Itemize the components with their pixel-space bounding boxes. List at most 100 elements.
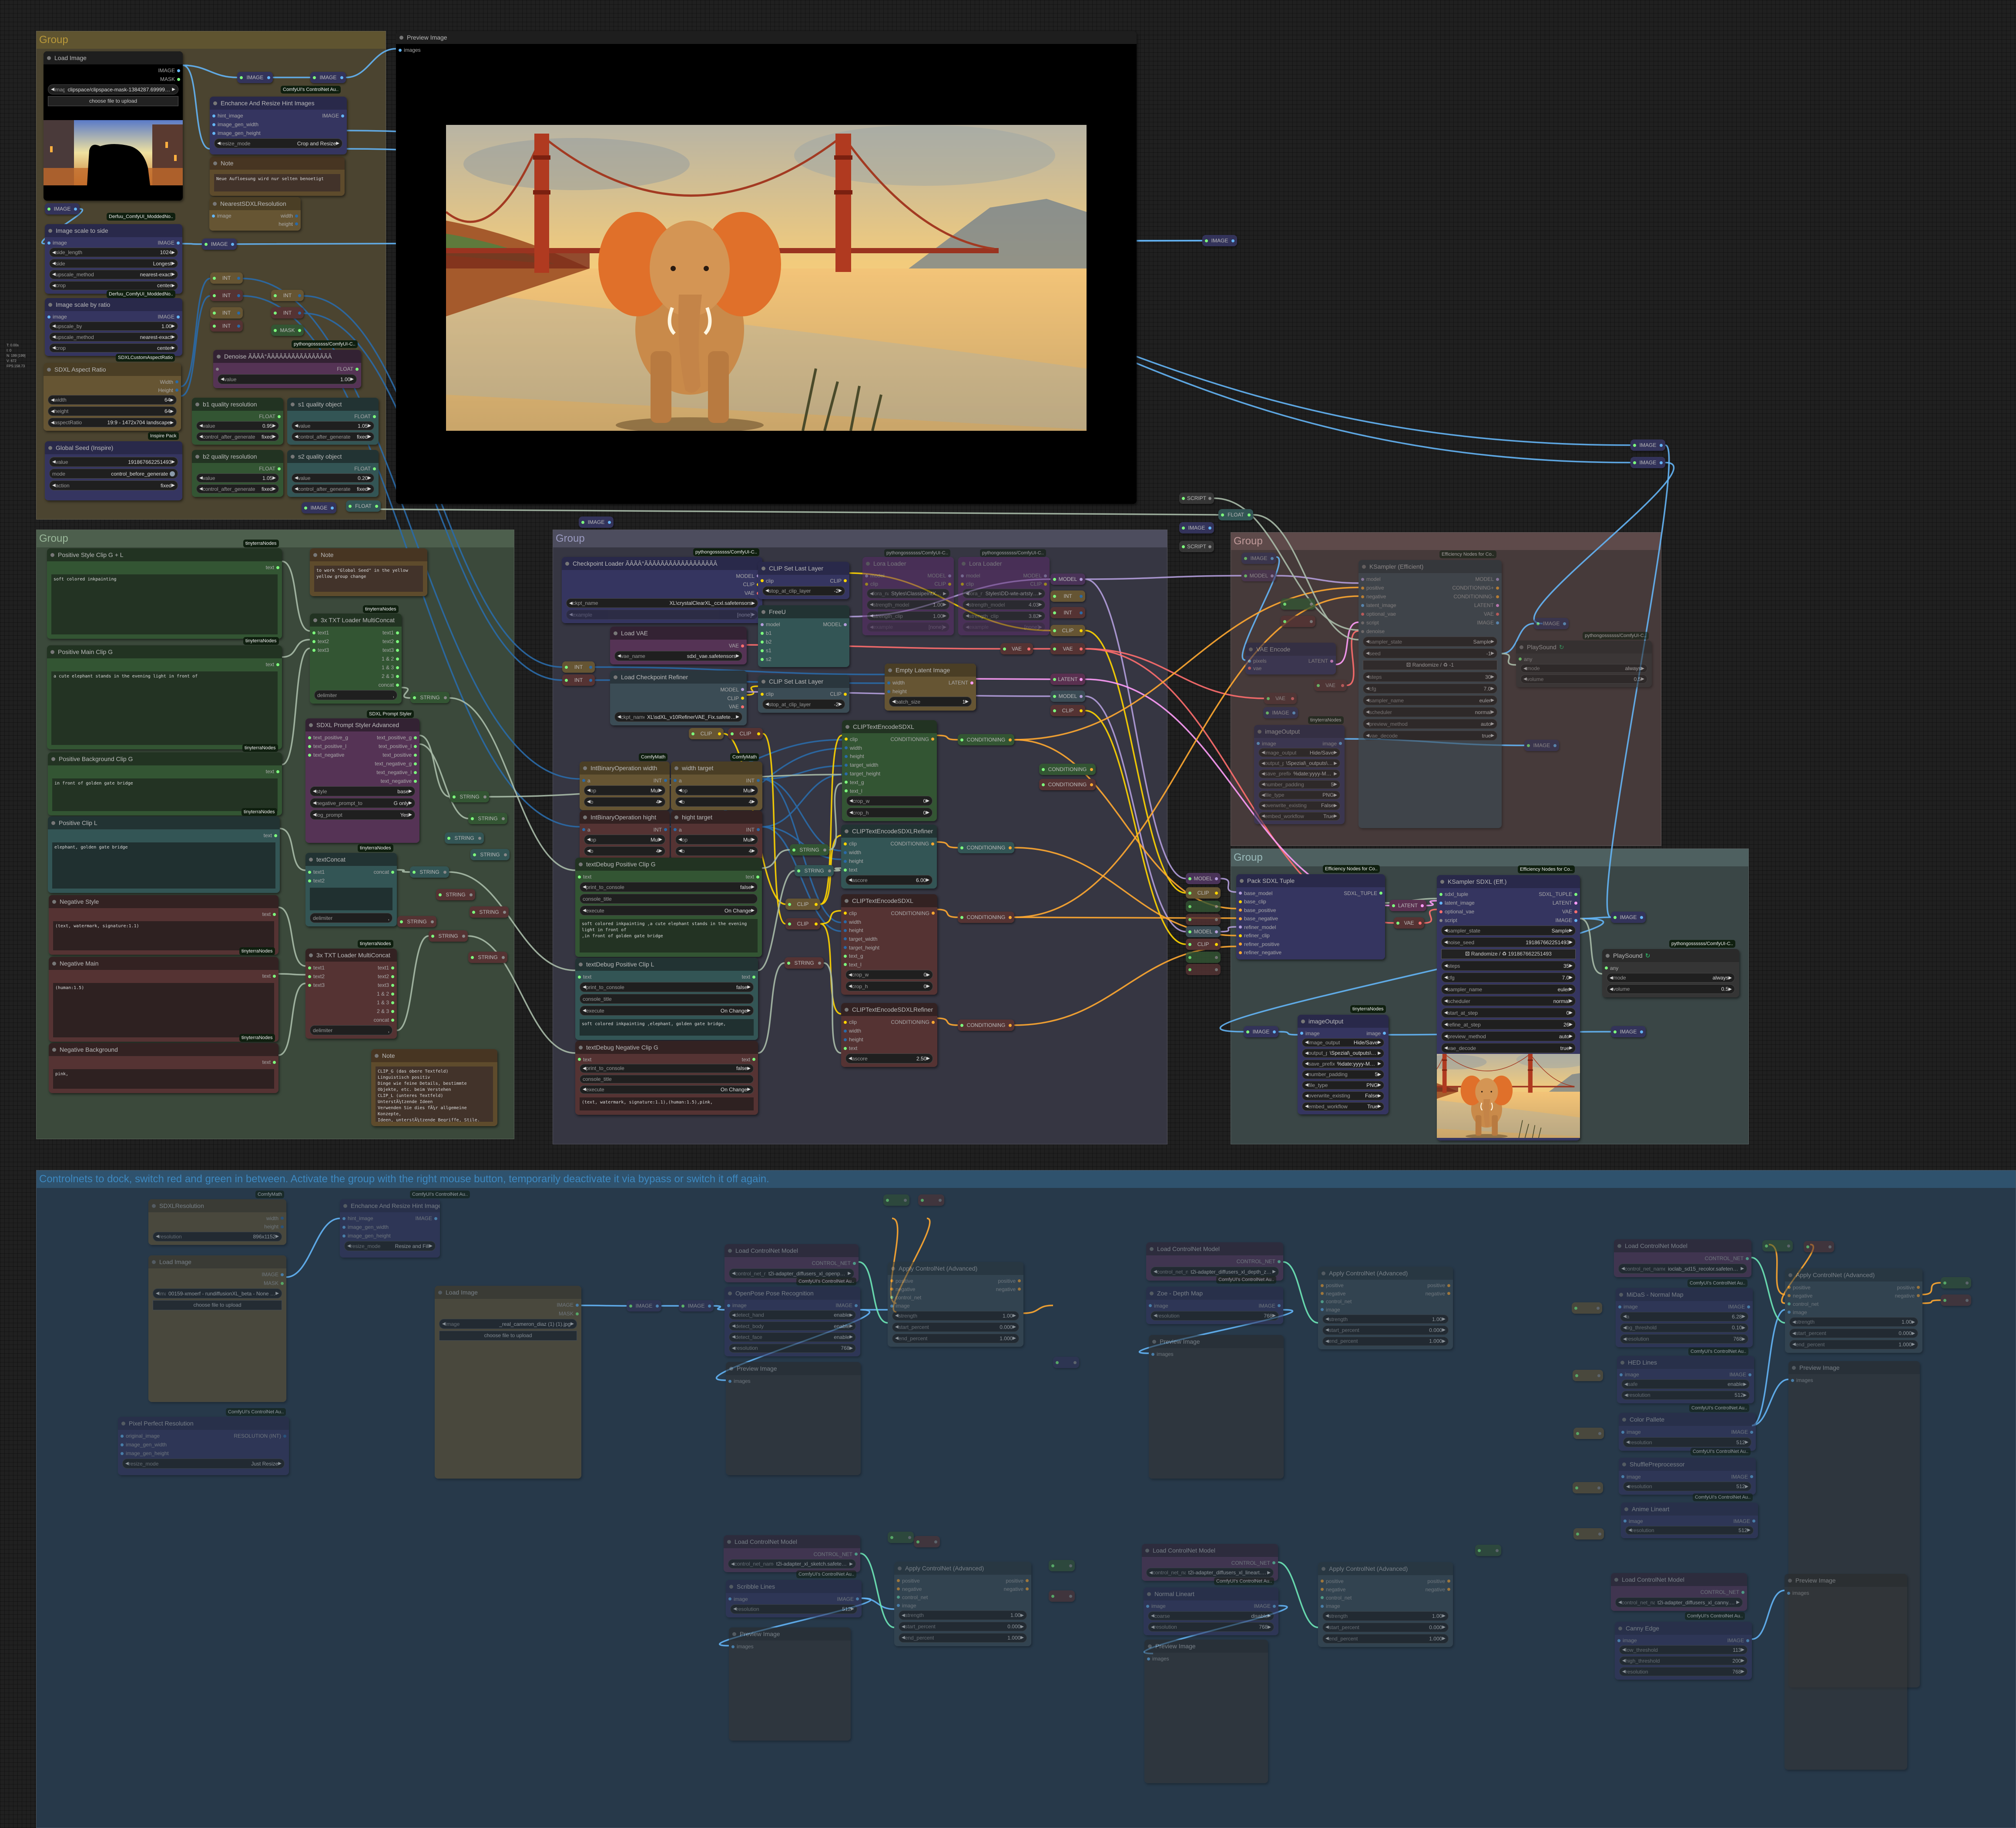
input-slot[interactable]: image bbox=[1300, 1030, 1320, 1036]
output-socket-icon[interactable] bbox=[1379, 892, 1382, 895]
increment-arrow-icon[interactable]: ▶ bbox=[171, 261, 175, 266]
node-collapse-dot-icon[interactable] bbox=[728, 1248, 732, 1253]
widget-value[interactable]: true bbox=[1482, 732, 1491, 739]
input-socket-icon[interactable] bbox=[761, 579, 764, 583]
reroute-string[interactable]: STRING bbox=[410, 866, 449, 878]
reroute-model[interactable]: MODEL bbox=[1241, 570, 1276, 581]
decrement-arrow-icon[interactable]: ◀ bbox=[1305, 1083, 1308, 1088]
input-socket-icon[interactable] bbox=[308, 975, 311, 978]
input-slot[interactable]: images bbox=[728, 1378, 751, 1384]
input-socket-icon[interactable] bbox=[342, 1225, 346, 1229]
output-socket-icon[interactable] bbox=[1746, 1639, 1749, 1642]
output-slot[interactable]: concat bbox=[374, 1017, 394, 1023]
widget-value[interactable]: normal bbox=[1553, 998, 1570, 1004]
widget-value[interactable]: fixed bbox=[160, 482, 172, 489]
output-socket-icon[interactable] bbox=[1044, 582, 1047, 586]
input-socket-icon[interactable] bbox=[844, 859, 847, 863]
input-socket-icon[interactable] bbox=[845, 746, 848, 750]
output-socket-icon[interactable] bbox=[741, 697, 744, 700]
output-slot[interactable]: SDXL_TUPLE bbox=[1344, 890, 1382, 896]
input-slot[interactable]: width bbox=[887, 680, 905, 686]
widget-value[interactable]: enable bbox=[834, 1312, 850, 1318]
widget-value[interactable]: Longest bbox=[153, 260, 172, 267]
input-slot[interactable]: text_l bbox=[845, 788, 862, 794]
output-socket-icon[interactable] bbox=[340, 76, 343, 79]
decrement-arrow-icon[interactable]: ◀ bbox=[1305, 1040, 1308, 1045]
output-slot[interactable]: FLOAT bbox=[259, 413, 281, 419]
increment-arrow-icon[interactable]: ▶ bbox=[171, 483, 175, 488]
widget-value[interactable]: 26 bbox=[1563, 1021, 1570, 1028]
output-socket-icon[interactable] bbox=[396, 640, 399, 643]
input-socket-icon[interactable] bbox=[308, 983, 311, 987]
node-collapse-dot-icon[interactable] bbox=[52, 899, 56, 904]
decrement-arrow-icon[interactable]: ◀ bbox=[1623, 1336, 1627, 1342]
output-slot[interactable]: text_negative bbox=[381, 778, 417, 784]
output-socket-icon[interactable] bbox=[391, 992, 394, 996]
input-socket-icon[interactable] bbox=[845, 789, 848, 793]
input-socket-icon[interactable] bbox=[1787, 1591, 1790, 1595]
node-collapse-dot-icon[interactable] bbox=[888, 668, 892, 672]
node-header[interactable]: CLIP Set Last Layer bbox=[758, 562, 849, 575]
input-socket-icon[interactable] bbox=[897, 1579, 900, 1582]
output-socket-icon[interactable] bbox=[1750, 1430, 1753, 1434]
reroute-blank[interactable] bbox=[1049, 1560, 1075, 1571]
widget-value[interactable]: 30 bbox=[1485, 674, 1491, 680]
reroute-string[interactable]: STRING bbox=[436, 889, 475, 900]
widget-value[interactable]: 1.000 bbox=[1429, 1338, 1442, 1345]
node-header[interactable]: Positive Main Clip G bbox=[47, 645, 282, 658]
reroute-blank[interactable] bbox=[1186, 914, 1221, 925]
output-socket-icon[interactable] bbox=[504, 853, 507, 856]
input-socket-icon[interactable] bbox=[47, 315, 50, 319]
input-slot[interactable]: control_net bbox=[1788, 1301, 1818, 1307]
input-socket-icon[interactable] bbox=[1575, 1374, 1578, 1377]
input-socket-icon[interactable] bbox=[681, 1304, 684, 1308]
input-slot[interactable]: a bbox=[582, 827, 590, 833]
input-socket-icon[interactable] bbox=[1146, 1604, 1149, 1608]
node-collapse-dot-icon[interactable] bbox=[579, 1045, 583, 1050]
node-collapse-dot-icon[interactable] bbox=[1152, 1339, 1156, 1344]
widget-value[interactable]: -2 bbox=[834, 701, 839, 708]
decrement-arrow-icon[interactable]: ◀ bbox=[1444, 1010, 1448, 1015]
reroute-int[interactable]: INT bbox=[210, 307, 243, 319]
input-slot[interactable]: image bbox=[1624, 1518, 1643, 1524]
input-slot[interactable]: image bbox=[47, 240, 67, 246]
input-slot[interactable]: text_g bbox=[844, 953, 863, 959]
decrement-arrow-icon[interactable]: ◀ bbox=[52, 460, 56, 464]
increment-arrow-icon[interactable]: ▶ bbox=[275, 1291, 279, 1296]
node-header[interactable]: Checkpoint Loader ÃÂÃÂ°ÃÂÃÂÃÂÃÂÃÂÃÂÃÂÃÂÃ… bbox=[562, 557, 762, 570]
output-slot[interactable]: concat bbox=[379, 682, 399, 688]
node-header[interactable]: Preview Image bbox=[1785, 1574, 1907, 1587]
output-slot[interactable]: CONDITIONING- bbox=[1453, 594, 1499, 600]
decrement-arrow-icon[interactable]: ◀ bbox=[1444, 963, 1448, 968]
decrement-arrow-icon[interactable]: ◀ bbox=[895, 1336, 899, 1341]
reroute-image[interactable]: IMAGE bbox=[1263, 707, 1298, 718]
input-socket-icon[interactable] bbox=[578, 875, 581, 879]
decrement-arrow-icon[interactable]: ◀ bbox=[295, 486, 298, 492]
decrement-arrow-icon[interactable]: ◀ bbox=[583, 1087, 586, 1092]
output-slot[interactable]: MODEL bbox=[736, 573, 760, 579]
reroute-string[interactable]: STRING bbox=[397, 916, 436, 927]
decrement-arrow-icon[interactable]: ◀ bbox=[313, 801, 316, 805]
input-slot[interactable]: sdxl_tuple bbox=[1439, 891, 1468, 897]
input-socket-icon[interactable] bbox=[1188, 968, 1191, 971]
node-header[interactable]: Global Seed (Inspire) bbox=[45, 441, 182, 454]
input-socket-icon[interactable] bbox=[844, 1020, 847, 1024]
node-header[interactable]: Preview Image bbox=[729, 1627, 851, 1640]
output-socket-icon[interactable] bbox=[276, 770, 279, 773]
input-socket-icon[interactable] bbox=[1613, 916, 1617, 919]
node-header[interactable]: NearestSDXLResolution bbox=[209, 197, 301, 210]
increment-arrow-icon[interactable]: ▶ bbox=[926, 798, 929, 804]
increment-arrow-icon[interactable]: ▶ bbox=[849, 1324, 853, 1329]
